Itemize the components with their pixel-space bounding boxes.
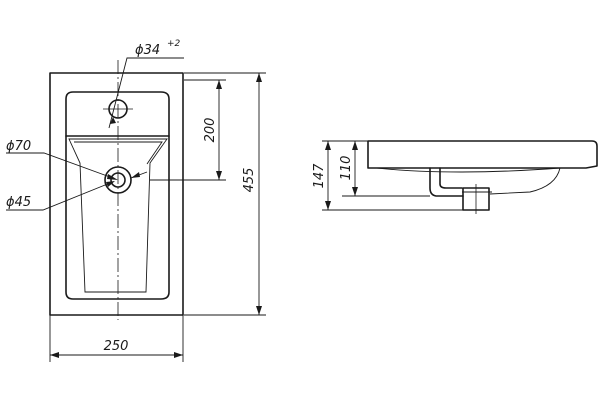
top-view <box>49 60 184 320</box>
dim-250: 250 <box>49 315 184 362</box>
tap-hole-offset-label: 200 <box>203 118 218 143</box>
dim-455: 455 <box>184 72 266 316</box>
tap-hole-leader: ϕ34 +2 <box>108 39 184 129</box>
drain-outer-leader: ϕ70 <box>6 139 118 180</box>
overall-width-label: 250 <box>104 339 129 354</box>
dim-200: 200 <box>150 79 226 181</box>
bowl-inner-line <box>74 141 163 165</box>
dim-110: 110 <box>339 141 430 197</box>
drain-inner-leader: ϕ45 <box>6 181 115 211</box>
basin-inner-rim <box>65 91 170 300</box>
drain-inner-diameter-label: ϕ45 <box>6 195 31 210</box>
basin-outline <box>49 72 184 316</box>
side-total-height-label: 147 <box>312 163 327 189</box>
tap-hole-diameter-label: ϕ34 <box>135 43 160 58</box>
dim-147: 147 <box>312 140 463 211</box>
bowl-curve <box>376 167 561 195</box>
side-view <box>367 140 598 214</box>
drain-outer-diameter-label: ϕ70 <box>6 139 31 154</box>
overflow-inner <box>439 167 463 189</box>
bowl-outline <box>68 138 168 293</box>
overall-depth-label: 455 <box>242 168 257 193</box>
overflow-front <box>429 167 464 197</box>
tap-hole-tolerance-label: +2 <box>167 39 181 49</box>
slab-outline <box>367 140 598 169</box>
side-bowl-height-label: 110 <box>339 156 354 181</box>
